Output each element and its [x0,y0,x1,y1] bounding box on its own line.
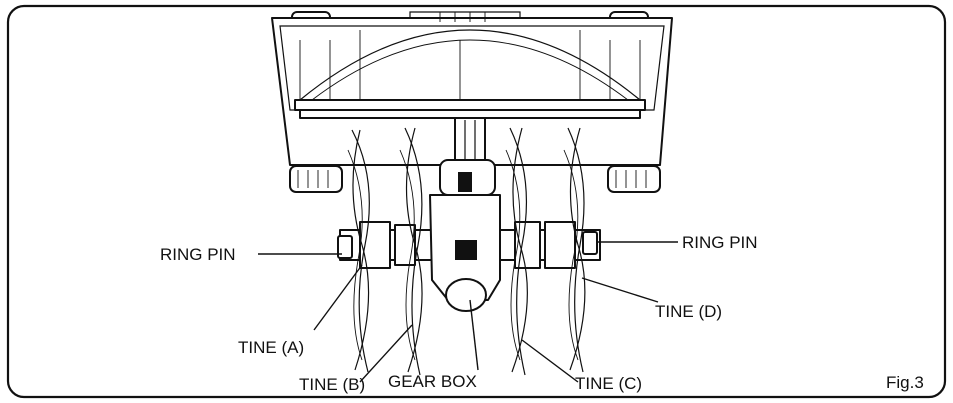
figure-number: Fig.3 [886,373,924,392]
label-gear-box: GEAR BOX [388,372,477,391]
ring-pin-left [337,235,353,259]
tine-d [563,127,586,373]
tine-b [399,127,423,376]
label-ring-pin-right: RING PIN [682,233,758,252]
label-tine-c: TINE (C) [575,374,642,393]
ring-pin-right [582,231,598,255]
tine-a [347,129,370,373]
tine-c [505,127,528,376]
label-tine-d: TINE (D) [655,302,722,321]
tine-shaft-assembly [337,117,601,376]
label-tine-b: TINE (B) [299,375,365,394]
leader-lines [258,241,678,383]
label-tine-a: TINE (A) [238,338,304,357]
label-ring-pin-left: RING PIN [160,245,236,264]
